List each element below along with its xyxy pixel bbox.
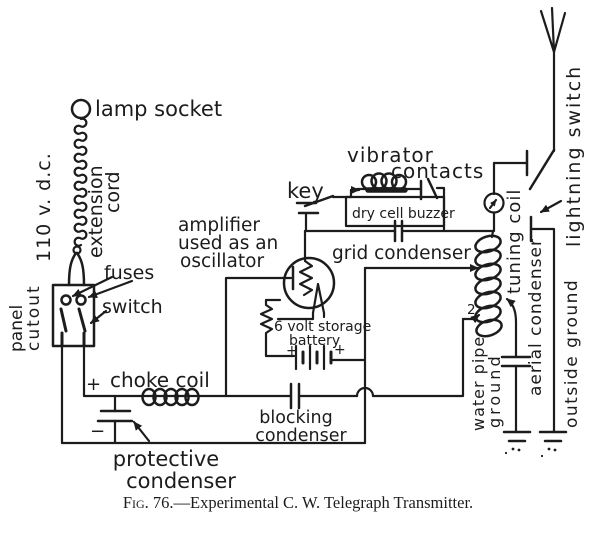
amplifier-label-3: oscillator: [180, 251, 264, 272]
water-pipe-ground-label-1: water pipe: [469, 336, 488, 431]
blocking-condenser-label-1: blocking: [259, 408, 333, 428]
extension-cord-icon: [73, 117, 88, 247]
figure-caption-text: 76.—Experimental C. W. Telegraph Transmi…: [149, 493, 473, 512]
fuses-arrow-right: [87, 279, 134, 299]
protective-condenser-arrow: [132, 420, 151, 443]
extension-cord-label-1: extension: [85, 165, 107, 258]
figure-caption-prefix: Fig.: [123, 493, 149, 512]
storage-battery-icon: [294, 344, 333, 371]
aerial-tap-arrow: [505, 297, 518, 324]
switch-arrow: [89, 309, 108, 325]
outside-ground-icon: [538, 430, 568, 458]
labels-layer: lamp socket 110 v. d.c. extension cord p…: [7, 65, 585, 493]
fuse-left-icon: [60, 294, 72, 306]
battery-label-1: 6 volt storage: [274, 319, 371, 335]
battery-label-2: battery: [289, 333, 340, 349]
outside-ground-label: outside ground: [562, 279, 582, 428]
fuses-arrow-left: [71, 275, 114, 298]
coil-tap-label: 2: [467, 302, 476, 318]
plate-rail-to-tap: [371, 317, 465, 398]
switch-blade-left-icon: [59, 307, 68, 348]
filament-jumper: [276, 311, 315, 321]
power-supply-section: [51, 98, 134, 348]
antenna-section: [363, 6, 568, 458]
water-pipe-ground-icon: [502, 430, 532, 455]
fuse-right-icon: [75, 294, 87, 306]
figure-caption: Fig. 76.—Experimental C. W. Telegraph Tr…: [123, 493, 473, 512]
plus-main-label: +: [86, 374, 101, 395]
tube-grid-icon: [298, 259, 314, 297]
telegraph-key-icon: [295, 194, 335, 233]
oscillator-section: [224, 229, 367, 445]
grid-condenser-label: grid condenser: [332, 243, 471, 264]
battery-plus-right-label: +: [334, 342, 346, 358]
minus-main-label: −: [90, 421, 105, 442]
water-pipe-ground-label-2: ground: [485, 353, 504, 428]
supply-voltage-label: 110 v. d.c.: [33, 152, 55, 262]
protective-condenser-icon: [96, 394, 134, 445]
plate-wire: [224, 276, 293, 398]
blocking-condenser-icon: [289, 382, 301, 410]
lamp-socket-icon: [70, 98, 92, 120]
plus-feed-wire: [82, 344, 292, 398]
blocking-condenser-label-2: condenser: [255, 426, 347, 446]
vibrator-contacts-icon: [419, 177, 439, 201]
battery-plus-left-label: +: [286, 343, 298, 359]
aerial-condenser-icon: [500, 320, 532, 434]
protective-condenser-label-2: condenser: [126, 469, 236, 493]
dry-cell-buzzer-label: dry cell buzzer: [352, 206, 455, 222]
vacuum-tube-icon: [282, 256, 336, 310]
antenna-icon: [539, 6, 567, 54]
antenna-meter-icon: [483, 161, 505, 233]
amplifier-label-2: used as an: [178, 233, 278, 254]
switch-label: switch: [102, 296, 163, 318]
panel-cutout-label-2: cutout: [24, 284, 44, 351]
vibrator-label-2: contacts: [391, 159, 484, 183]
key-label: key: [287, 179, 324, 203]
lightning-switch-label: lightning switch: [563, 65, 585, 247]
lamp-socket-label: lamp socket: [95, 97, 222, 121]
extension-cord-label-2: cord: [102, 171, 124, 213]
lightning-switch-icon: [492, 148, 556, 434]
grid-condenser-icon: [393, 219, 404, 243]
rheostat-icon: [259, 298, 296, 358]
plate-tap-arrow: [461, 313, 481, 324]
choke-coil-icon: [141, 387, 200, 407]
filter-section: [60, 317, 465, 445]
tuning-coil-label: tuning coil: [504, 189, 525, 294]
keying-section: [295, 172, 495, 243]
switch-blade-right-icon: [77, 307, 87, 348]
fuses-label: fuses: [104, 262, 154, 284]
tuning-coil-icon: [474, 229, 503, 338]
panel-cutout-box: [51, 283, 96, 348]
lightning-switch-arrow: [539, 199, 563, 214]
protective-condenser-label-1: protective: [113, 447, 219, 471]
tube-filament-icon: [311, 282, 326, 319]
choke-coil-label: choke coil: [110, 368, 210, 392]
panel-cutout-label-1: panel: [7, 305, 27, 352]
aerial-condenser-label: aerial condenser: [526, 238, 546, 396]
amplifier-label-1: amplifier: [178, 215, 260, 236]
plug-body-icon: [67, 251, 86, 287]
buzzer-output-wire: [435, 186, 446, 233]
vibrator-label-1: vibrator: [347, 143, 434, 167]
buzzer-coil-icon: [355, 172, 422, 193]
